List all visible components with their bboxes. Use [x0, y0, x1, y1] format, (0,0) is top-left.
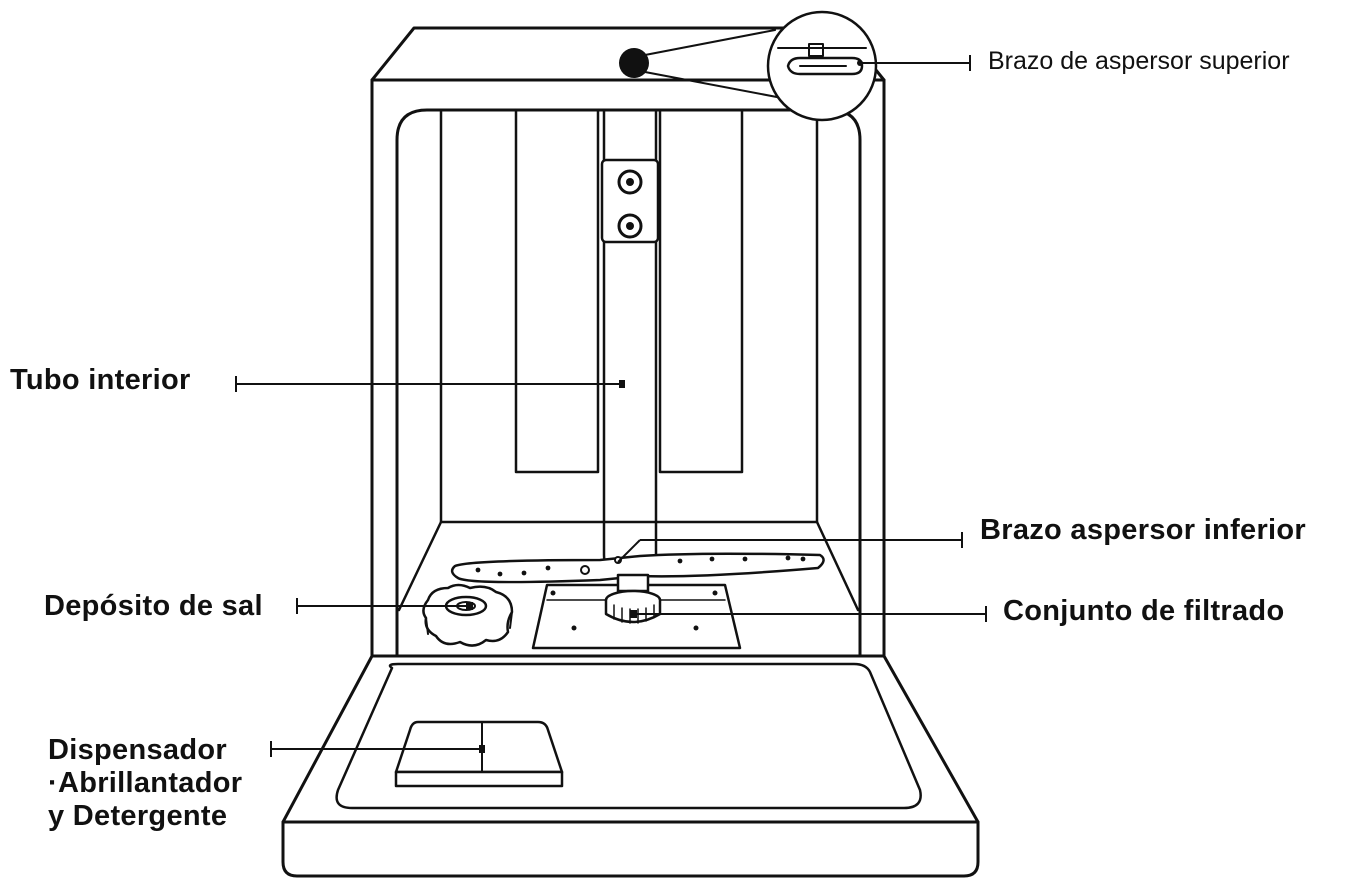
label-dispenser-line1: Dispensador: [48, 734, 242, 767]
filter-hub: [618, 575, 648, 591]
label-inner-tube: Tubo interior: [10, 364, 191, 397]
label-dispenser-line3: y Detergente: [48, 800, 242, 833]
label-upper-spray-arm: Brazo de aspersor superior: [988, 47, 1290, 76]
label-filter-assembly: Conjunto de filtrado: [1003, 595, 1284, 628]
upper-spray-arm-marker: [619, 48, 649, 78]
label-salt-container: Depósito de sal: [44, 590, 263, 623]
dispenser-base: [396, 772, 562, 786]
label-dispenser: Dispensador ·Abrillantador y Detergente: [48, 734, 242, 833]
label-dispenser-line2: ·Abrillantador: [48, 767, 242, 800]
label-lower-spray-arm: Brazo aspersor inferior: [980, 514, 1306, 547]
door-front-edge: [283, 822, 978, 876]
